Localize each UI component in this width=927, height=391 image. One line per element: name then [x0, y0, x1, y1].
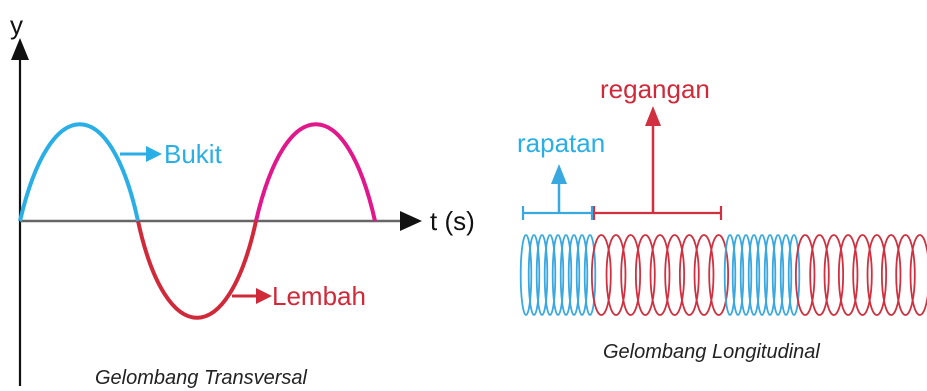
rarefaction-coil-loop — [590, 234, 612, 316]
rarefaction-coil-loop — [837, 234, 859, 316]
compression-coil-loop — [747, 234, 761, 316]
rarefaction-coil-loop — [649, 234, 671, 316]
crest-label: Bukit — [164, 139, 223, 169]
rarefaction-coil-loop — [664, 234, 686, 316]
wave-crest-segment — [18, 122, 140, 222]
rarefaction-coil-loop — [693, 234, 715, 316]
compression-coil-loop — [723, 234, 737, 316]
compression-coil-loop — [543, 234, 557, 316]
compression-coil-loop — [731, 234, 745, 316]
compression-coil-loop — [787, 234, 801, 316]
compression-pointer-arrowhead — [551, 164, 567, 184]
compression-coil-loop — [559, 234, 573, 316]
rarefaction-coil-loop — [823, 234, 845, 316]
rarefaction-coil-loop — [852, 234, 873, 316]
t-axis-label: t (s) — [430, 206, 475, 236]
rarefaction-coil-loop — [708, 234, 730, 316]
compression-coil-loop — [739, 234, 753, 316]
compression-coil-loop — [519, 234, 533, 316]
compression-coil-loop — [771, 234, 785, 316]
compression-coil-loop — [763, 234, 777, 316]
rarefaction-coil-loop — [880, 234, 902, 316]
crest-pointer-arrowhead — [146, 146, 162, 162]
trough-pointer-arrowhead — [256, 288, 272, 304]
rarefaction-coil-loop — [634, 234, 656, 316]
compression-coil-loop — [527, 234, 541, 316]
compression-coil-loop — [567, 234, 581, 316]
longitudinal-wave-panel: regangan rapatan Gelombang Longitudinal — [517, 74, 927, 363]
transverse-caption: Gelombang Transversal — [95, 367, 308, 389]
rarefaction-coil-loop — [909, 234, 927, 316]
y-axis-arrowhead — [11, 38, 29, 60]
compression-label: rapatan — [517, 128, 605, 158]
rarefaction-coil-loop — [866, 234, 888, 316]
rarefaction-coil-loop — [620, 234, 642, 316]
longitudinal-caption: Gelombang Longitudinal — [603, 341, 820, 363]
compression-coil-loop — [583, 234, 597, 316]
rarefaction-coil-loop — [809, 234, 830, 316]
wave-second-crest-segment — [254, 122, 377, 222]
compression-coil-loop — [575, 234, 589, 316]
compression-coil-loop — [535, 234, 549, 316]
rarefaction-coil-loop — [678, 234, 700, 316]
rarefaction-coil-loop — [794, 234, 816, 316]
rarefaction-label: regangan — [600, 74, 710, 104]
rarefaction-coil-loop — [895, 234, 916, 316]
compression-coil-loop — [779, 234, 793, 316]
compression-coil-loop — [755, 234, 769, 316]
wave-trough-segment — [136, 220, 258, 320]
trough-label: Lembah — [272, 281, 366, 311]
rarefaction-pointer-arrowhead — [645, 106, 661, 126]
spring-coils — [519, 234, 927, 316]
compression-coil-loop — [551, 234, 565, 316]
transverse-wave-panel: y t (s) Bukit Lembah Gelombang Transvers… — [10, 10, 475, 389]
t-axis-arrowhead — [400, 211, 422, 231]
rarefaction-coil-loop — [605, 234, 627, 316]
y-axis-label: y — [10, 10, 23, 40]
